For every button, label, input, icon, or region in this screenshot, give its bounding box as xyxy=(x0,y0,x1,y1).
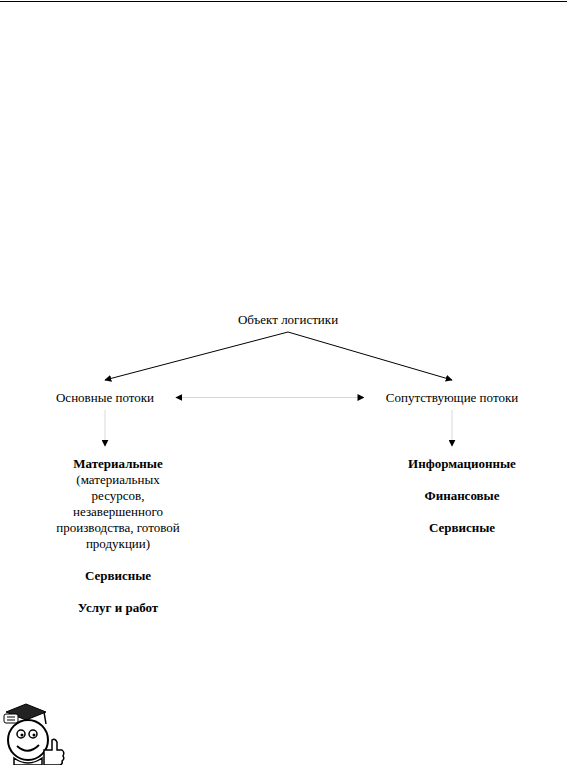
flow-type: Сервисные xyxy=(51,568,185,584)
flow-type: Материальные xyxy=(51,456,185,472)
arrow-connector xyxy=(105,332,288,380)
arrow-connector xyxy=(288,332,452,380)
flow-list: ИнформационныеФинансовыеСервисные xyxy=(387,456,537,536)
node-text: Объект логистики xyxy=(223,312,353,328)
student-icon xyxy=(4,704,64,765)
arrow-connector xyxy=(452,410,453,446)
node-text: Основные потоки xyxy=(40,390,170,406)
root-node: Объект логистики xyxy=(223,312,353,328)
page-rule xyxy=(0,1,567,2)
node-text: Сопутствующие потоки xyxy=(362,390,542,406)
group-heading: Основные потоки xyxy=(40,390,170,406)
arrow-connector xyxy=(105,410,106,446)
node-text: (материальных ресурсов, незавершенного п… xyxy=(51,472,185,552)
flow-type: Информационные xyxy=(387,456,537,472)
group-heading: Сопутствующие потоки xyxy=(362,390,542,406)
flow-list: Материальные(материальных ресурсов, неза… xyxy=(51,456,185,616)
double-arrow xyxy=(176,397,364,398)
flow-type: Сервисные xyxy=(387,520,537,536)
flow-type: Услуг и работ xyxy=(51,600,185,616)
flow-type: Финансовые xyxy=(387,488,537,504)
